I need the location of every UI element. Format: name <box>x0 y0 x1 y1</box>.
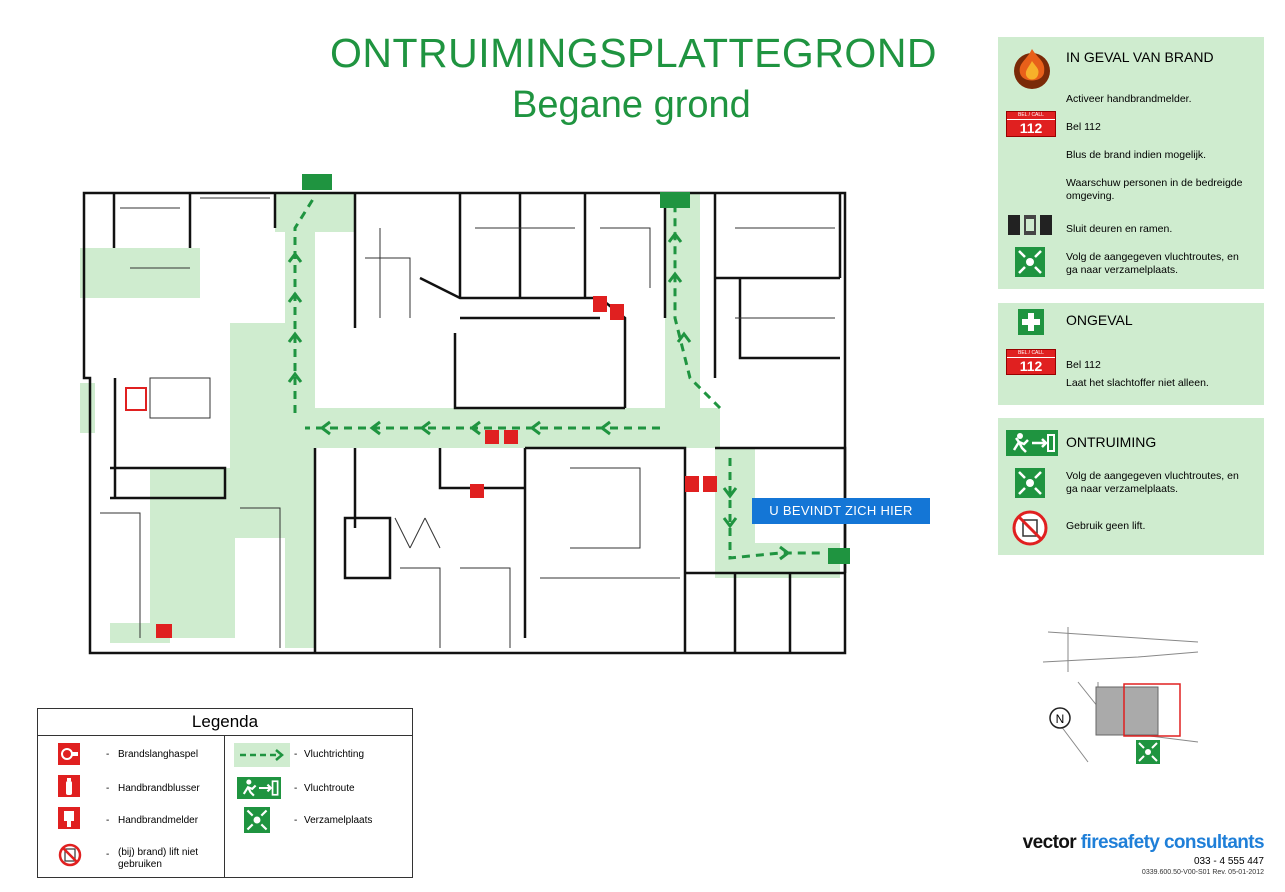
legend-dash: - <box>106 815 110 826</box>
fire-heading: IN GEVAL VAN BRAND <box>1066 49 1214 65</box>
fire-panel: IN GEVAL VAN BRAND Activeer handbrandmel… <box>998 37 1264 289</box>
legend-title: Legenda <box>38 709 412 736</box>
legend-hose-reel: Brandslanghaspel <box>118 749 199 760</box>
accident-step-2: Laat het slachtoffer niet alleen. <box>1066 377 1209 389</box>
legend-dash: - <box>106 849 110 860</box>
evacuation-step-2: Gebruik geen lift. <box>1066 520 1146 532</box>
accident-step-1: Bel 112 <box>1066 359 1101 371</box>
legend: Legenda - Brandslanghaspel - Handbrandbl… <box>37 708 413 878</box>
escape-route-icon <box>1006 430 1058 456</box>
exit-sign <box>302 174 850 564</box>
revision-code: 0339.600.50-V00-S01 Rev. 05-01-2012 <box>1141 869 1264 876</box>
site-map: N <box>1042 627 1199 764</box>
phone-number: 033 - 4 555 447 <box>1193 856 1264 867</box>
floor-plan <box>80 174 850 655</box>
evacuation-heading: ONTRUIMING <box>1066 434 1157 450</box>
accident-panel: ONGEVAL BEL / CALL 112 Bel 112 Laat het … <box>998 303 1264 405</box>
hose-reel-icon <box>58 743 80 765</box>
legend-dash: - <box>294 749 298 760</box>
no-lift-icon <box>1012 510 1048 546</box>
first-aid-icon <box>1018 309 1044 335</box>
assembly-point-icon <box>1015 247 1045 277</box>
you-are-here-label: U BEVINDT ZICH HIER <box>752 498 930 524</box>
building-footprint <box>1095 686 1159 736</box>
fire-step-2: Bel 112 <box>1066 121 1101 133</box>
legend-alarm-button: Handbrandmelder <box>118 815 199 826</box>
page-title: ONTRUIMINGSPLATTEGROND <box>330 30 938 76</box>
fire-step-6: Volg de aangegeven vluchtroutes, en ga n… <box>1066 251 1239 276</box>
legend-dash: - <box>106 749 110 760</box>
assembly-point-icon <box>1015 468 1045 498</box>
escape-direction-icon <box>234 743 290 767</box>
interior-walls <box>100 197 835 648</box>
alarm-button-icon <box>58 807 80 829</box>
evacuation-panel: ONTRUIMING Volg de aangegeven vluchtrout… <box>998 418 1264 555</box>
legend-no-lift: (bij) brand) lift niet gebruiken <box>118 847 199 870</box>
extinguisher-icon <box>58 775 80 797</box>
fire-step-3: Blus de brand indien mogelijk. <box>1066 149 1207 161</box>
legend-assembly-point: Verzamelplaats <box>304 815 373 826</box>
legend-dash: - <box>294 783 298 794</box>
evacuation-step-1: Volg de aangegeven vluchtroutes, en ga n… <box>1066 470 1239 495</box>
escape-route-area <box>80 192 840 648</box>
bel-number: 112 <box>1019 120 1043 136</box>
north-label: N <box>1056 712 1065 726</box>
bel-label: BEL / CALL <box>1007 112 1055 120</box>
legend-divider <box>224 736 225 877</box>
brand-name-b: firesafety consultants <box>1080 832 1265 853</box>
fire-step-1: Activeer handbrandmelder. <box>1066 93 1192 105</box>
arrow-chevrons <box>287 231 791 561</box>
fire-step-4: Waarschuw personen in de bedreigde omgev… <box>1066 177 1243 202</box>
accident-heading: ONGEVAL <box>1066 312 1133 328</box>
assembly-point-icon <box>244 807 270 833</box>
bel-label: BEL / CALL <box>1007 350 1055 358</box>
escape-route-icon <box>237 777 281 799</box>
fire-icon <box>1014 49 1050 89</box>
brand-name-a: vector <box>1022 832 1077 853</box>
close-doors-icon <box>1008 215 1052 235</box>
page-subtitle: Begane grond <box>512 84 751 126</box>
legend-escape-direction: Vluchtrichting <box>304 749 365 760</box>
no-lift-icon <box>58 843 82 867</box>
bel-number: 112 <box>1019 358 1043 374</box>
assembly-point-icon <box>1136 740 1160 764</box>
call-112-badge: BEL / CALL 112 <box>1006 349 1056 375</box>
north-arrow-icon <box>1049 707 1071 729</box>
fire-step-5: Sluit deuren en ramen. <box>1066 223 1173 235</box>
legend-dash: - <box>294 815 298 826</box>
current-wing-outline <box>1123 683 1181 737</box>
legend-escape-route: Vluchtroute <box>304 783 355 794</box>
legend-dash: - <box>106 783 110 794</box>
fire-equipment-markers <box>125 296 717 638</box>
legend-extinguisher: Handbrandblusser <box>118 783 200 794</box>
call-112-badge: BEL / CALL 112 <box>1006 111 1056 137</box>
brand-logo: vector firesafety consultants <box>994 832 1265 854</box>
